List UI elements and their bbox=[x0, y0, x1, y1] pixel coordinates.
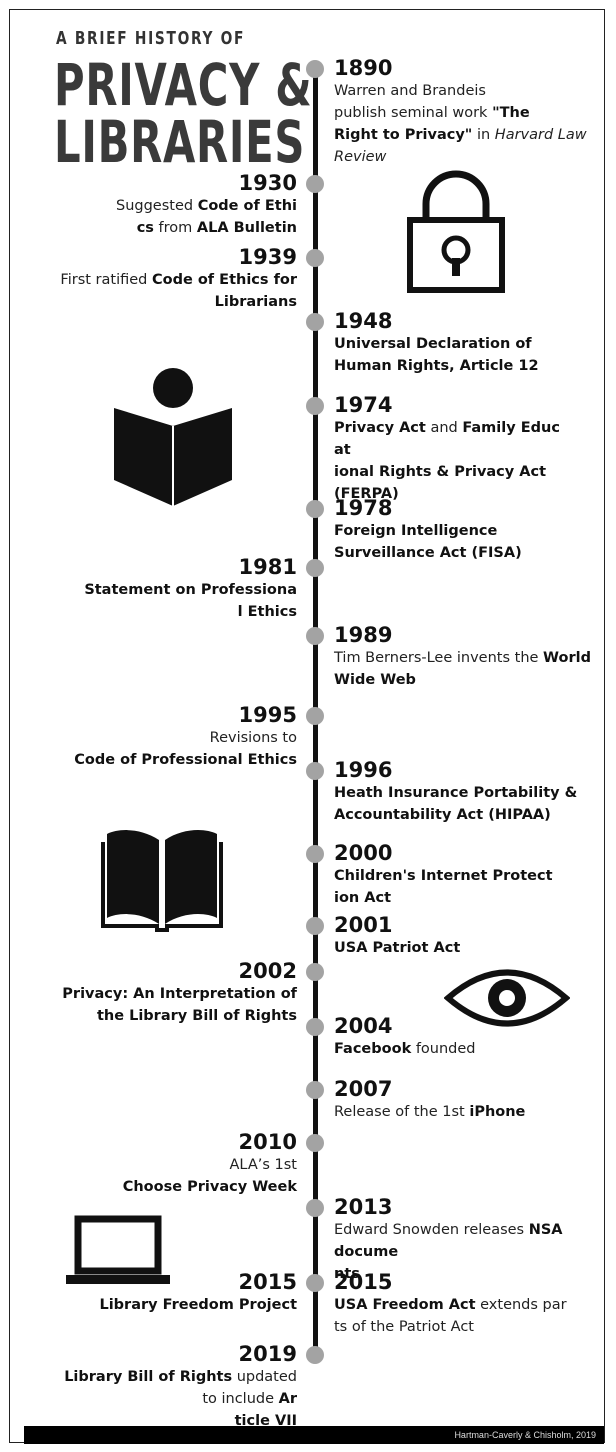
timeline-dot bbox=[306, 963, 324, 981]
event-year: 2019 bbox=[238, 1342, 297, 1366]
event-description: Library Bill of Rights updated to includ… bbox=[64, 1369, 297, 1429]
timeline-dot bbox=[306, 627, 324, 645]
event-year: 2001 bbox=[334, 913, 393, 937]
title-line-privacy: PRIVACY & bbox=[54, 51, 313, 119]
event-description: Library Freedom Project bbox=[99, 1297, 297, 1313]
event-description: Facebook founded bbox=[334, 1041, 476, 1057]
event-year: 1989 bbox=[334, 623, 393, 647]
event-year: 1974 bbox=[334, 393, 393, 417]
padlock-icon bbox=[407, 170, 505, 293]
event-year: 2015 bbox=[238, 1270, 297, 1294]
event-year: 1981 bbox=[238, 555, 297, 579]
open-book-icon bbox=[101, 830, 223, 932]
credit-footer: Hartman-Caverly & Chisholm, 2019 bbox=[24, 1426, 604, 1444]
reader-icon bbox=[114, 368, 232, 506]
timeline-dot bbox=[306, 762, 324, 780]
event-description: Heath Insurance Portability & Accountabi… bbox=[334, 785, 578, 823]
event-year: 2015 bbox=[334, 1270, 393, 1294]
event-year: 2002 bbox=[238, 959, 297, 983]
timeline-dot bbox=[306, 60, 324, 78]
timeline-dot bbox=[306, 500, 324, 518]
event-description: Universal Declaration of Human Rights, A… bbox=[334, 336, 539, 374]
event-year: 2013 bbox=[334, 1195, 393, 1219]
title-line-libraries: LIBRARIES bbox=[54, 108, 306, 176]
timeline-dot bbox=[306, 1346, 324, 1364]
event-year: 1890 bbox=[334, 56, 393, 80]
event-description: First ratified Code of Ethics for Librar… bbox=[60, 272, 297, 310]
timeline-dot bbox=[306, 1134, 324, 1152]
timeline-dot bbox=[306, 559, 324, 577]
event-year: 1978 bbox=[334, 496, 393, 520]
timeline-dot bbox=[306, 917, 324, 935]
event-year: 2000 bbox=[334, 841, 393, 865]
eye-icon bbox=[444, 969, 570, 1027]
timeline-dot bbox=[306, 249, 324, 267]
event-year: 2004 bbox=[334, 1014, 393, 1038]
event-year: 1996 bbox=[334, 758, 393, 782]
event-year: 1995 bbox=[238, 703, 297, 727]
laptop-icon bbox=[66, 1215, 170, 1284]
event-description: USA Patriot Act bbox=[334, 940, 461, 956]
event-description: Tim Berners-Lee invents the World Wide W… bbox=[334, 650, 591, 688]
event-description: Warren and Brandeis publish seminal work… bbox=[334, 83, 587, 165]
title-subheading: A BRIEF HISTORY OF bbox=[56, 28, 246, 49]
event-year: 2007 bbox=[334, 1077, 393, 1101]
event-description: Privacy: An Interpretation of the Librar… bbox=[62, 986, 297, 1024]
timeline-dot bbox=[306, 1018, 324, 1036]
event-year: 1948 bbox=[334, 309, 393, 333]
timeline-dot bbox=[306, 175, 324, 193]
timeline-dot bbox=[306, 1274, 324, 1292]
timeline-dot bbox=[306, 397, 324, 415]
event-year: 2010 bbox=[238, 1130, 297, 1154]
timeline-dot bbox=[306, 313, 324, 331]
timeline-dot bbox=[306, 1081, 324, 1099]
timeline-dot bbox=[306, 845, 324, 863]
event-year: 1930 bbox=[238, 171, 297, 195]
event-description: Revisions to Code of Professional Ethics bbox=[74, 730, 297, 768]
timeline-dot bbox=[306, 707, 324, 725]
timeline-dot bbox=[306, 1199, 324, 1217]
event-description: Foreign Intelligence Surveillance Act (F… bbox=[334, 523, 522, 561]
event-description: Release of the 1st iPhone bbox=[334, 1104, 526, 1120]
event-year: 1939 bbox=[238, 245, 297, 269]
